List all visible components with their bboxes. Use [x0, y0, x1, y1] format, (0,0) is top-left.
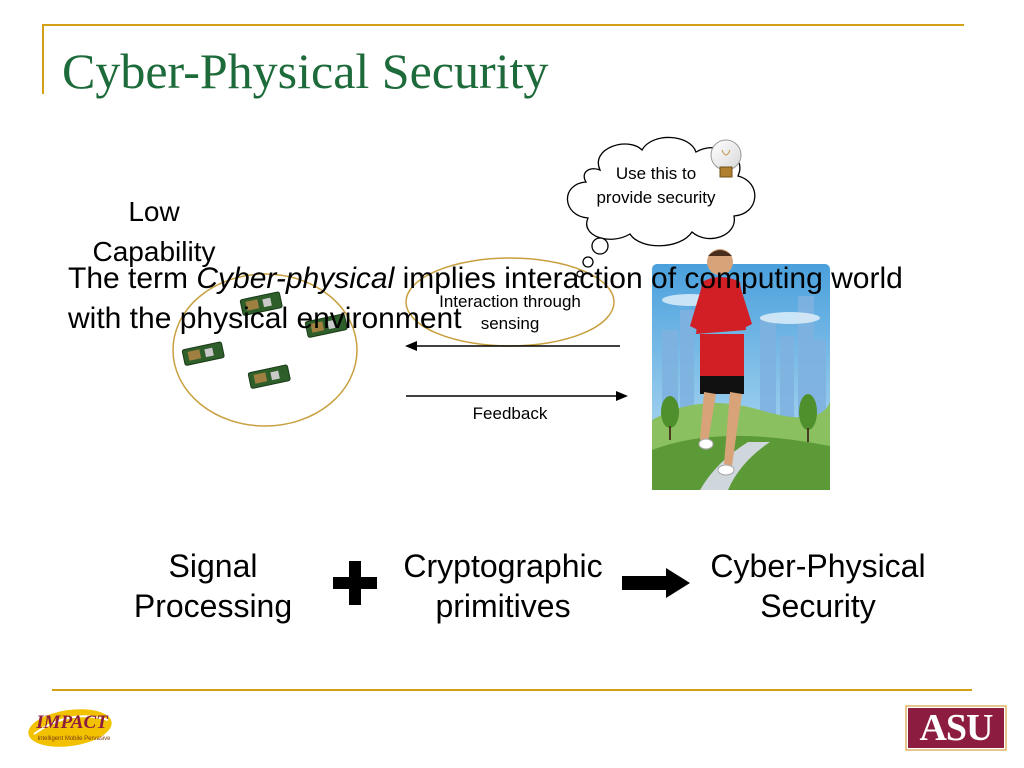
intro-emphasis: Cyber-physical [196, 262, 395, 295]
light-bulb-icon [710, 139, 742, 178]
sensor-cluster-ellipse [172, 273, 358, 427]
term-line: Processing [133, 588, 293, 624]
left-accent-rule [42, 24, 44, 94]
intro-suffix: implies interaction of computing world w… [68, 262, 903, 335]
impact-logo-tagline: Intelligent Mobile Pervasive [37, 736, 111, 742]
intro-prefix: The term [68, 262, 197, 295]
result-arrow-icon [622, 568, 690, 598]
impact-logo-text: IMPACT [36, 712, 108, 733]
low-capability-label: Low Capability [92, 196, 216, 267]
sensor-board-icon [247, 364, 291, 389]
footer-rule [52, 689, 972, 691]
sensor-board-icon [239, 291, 283, 316]
feedback-label: Feedback [472, 404, 548, 423]
term-line: Security [760, 588, 876, 624]
term-line: Cryptographic [403, 548, 603, 584]
asu-logo-text: ASU [919, 707, 993, 749]
runner-scene-image [652, 249, 830, 490]
term-line: Cyber-Physical [710, 548, 926, 584]
term-line: primitives [435, 588, 571, 624]
intro-sentence: The term Cyber-physical implies interact… [68, 259, 948, 339]
asu-logo [905, 705, 1007, 751]
feedback-arrow [406, 391, 628, 401]
signal-processing-term: Signal Processing [110, 546, 316, 626]
cryptographic-primitives-term: Cryptographic primitives [390, 546, 616, 626]
top-rule [42, 24, 964, 26]
thought-bubble-text: Use this to provide security [596, 164, 716, 207]
thought-cloud [566, 136, 756, 278]
sensing-arrow [405, 341, 620, 351]
interaction-label: Interaction through sensing [439, 292, 581, 333]
sensor-board-icon [181, 341, 225, 366]
impact-logo [28, 709, 112, 747]
sensor-board-icon [304, 313, 348, 338]
plus-icon [333, 561, 377, 605]
cyber-physical-security-result: Cyber-Physical Security [698, 546, 938, 626]
term-line: Signal [168, 548, 258, 584]
slide-title: Cyber-Physical Security [62, 43, 549, 99]
